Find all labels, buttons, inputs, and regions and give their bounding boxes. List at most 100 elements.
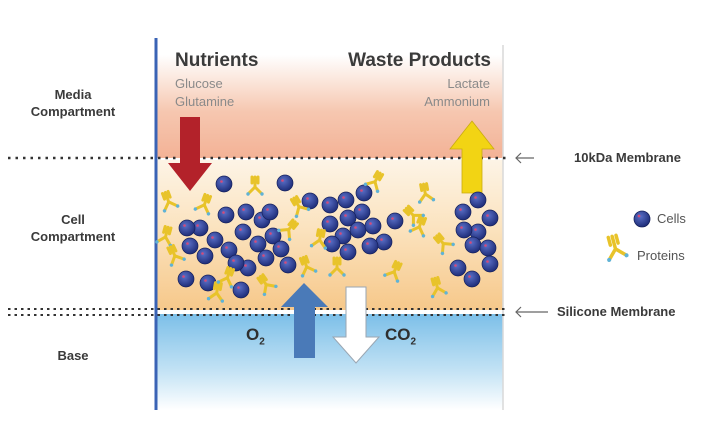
protein-icon	[277, 218, 299, 242]
cell-icon	[301, 192, 319, 210]
cell-icon	[206, 231, 224, 249]
cell-icon	[279, 256, 297, 274]
media-zone	[157, 55, 503, 158]
cell-nucleus-dot	[474, 228, 477, 231]
cell-icon	[375, 233, 393, 251]
cell-compartment-label: Cell Compartment	[30, 212, 116, 244]
cell-nucleus-dot	[237, 286, 240, 289]
nutrients-title: Nutrients	[175, 50, 259, 71]
cell-icon	[481, 255, 499, 273]
cell-nucleus-dot	[339, 232, 342, 235]
cell-icon	[349, 221, 367, 239]
cell-icon	[455, 221, 473, 239]
cell-icon	[237, 203, 255, 221]
cells-layer	[177, 174, 499, 299]
cell-nucleus-dot	[354, 226, 357, 229]
cell-nucleus-dot	[468, 275, 471, 278]
cell-nucleus-dot	[182, 275, 185, 278]
waste-item-ammonium: Ammonium	[424, 94, 490, 109]
cell-nucleus-dot	[277, 245, 280, 248]
protein-icon	[216, 265, 236, 289]
cell-nucleus-dot	[454, 264, 457, 267]
cell-icon	[463, 270, 481, 288]
bottom-membrane-pointer	[515, 306, 548, 318]
cell-icon	[249, 235, 267, 253]
cell-icon	[234, 223, 252, 241]
cell-nucleus-dot	[391, 217, 394, 220]
cell-nucleus-dot	[196, 224, 199, 227]
protein-icon	[206, 281, 225, 303]
cell-nucleus-dot	[369, 222, 372, 225]
protein-icon	[328, 256, 346, 277]
cell-nucleus-dot	[232, 259, 235, 262]
nutrient-arrow	[168, 117, 212, 191]
cell-nucleus-dot	[183, 224, 186, 227]
cell-nucleus-dot	[326, 201, 329, 204]
cell-nucleus-dot	[344, 214, 347, 217]
cell-nucleus-dot	[380, 238, 383, 241]
cell-icon	[481, 209, 499, 227]
protein-icon	[256, 273, 278, 297]
cell-nucleus-dot	[486, 214, 489, 217]
protein-icon	[402, 204, 426, 228]
cell-icon	[276, 174, 294, 192]
co2-label: CO2	[385, 325, 417, 348]
cell-nucleus-dot	[342, 196, 345, 199]
cell-icon	[386, 212, 404, 230]
cell-nucleus-dot	[204, 279, 207, 282]
protein-icon	[246, 175, 264, 196]
media-compartment-label: Media Compartment	[30, 87, 116, 119]
cell-icon	[364, 217, 382, 235]
protein-icon	[417, 182, 436, 204]
bottom-membrane-label: Silicone Membrane	[557, 304, 676, 319]
waste-item-lactate: Lactate	[447, 76, 490, 91]
cell-icon	[353, 203, 371, 221]
cell-icon	[196, 247, 214, 265]
cell-nucleus-dot	[469, 241, 472, 244]
cell-icon	[321, 196, 339, 214]
cell-icon	[217, 206, 235, 224]
legend-cells-label: Cells	[657, 211, 686, 226]
cell-nucleus-dot	[201, 252, 204, 255]
top-membrane-label: 10kDa Membrane	[574, 150, 681, 165]
base-zone	[157, 314, 503, 410]
cell-nucleus-dot	[211, 236, 214, 239]
cell-nucleus-dot	[474, 196, 477, 199]
cell-nucleus-dot	[239, 228, 242, 231]
cell-icon	[177, 270, 195, 288]
cell-nucleus-dot	[222, 211, 225, 214]
cell-icon	[454, 203, 472, 221]
protein-icon	[193, 192, 213, 216]
cell-icon	[479, 239, 497, 257]
cell-icon	[261, 203, 279, 221]
cell-nucleus-dot	[269, 232, 272, 235]
cell-icon	[257, 249, 275, 267]
cell-nucleus-dot	[484, 244, 487, 247]
waste-arrow	[449, 120, 495, 194]
base-label: Base	[57, 348, 89, 363]
cell-nucleus-dot	[281, 179, 284, 182]
cell-icon	[323, 235, 341, 253]
cell-nucleus-dot	[225, 246, 228, 249]
protein-icon	[363, 170, 385, 193]
protein-icon	[166, 243, 186, 267]
cell-icon	[464, 236, 482, 254]
cell-icon	[337, 191, 355, 209]
nutrient-item-glucose: Glucose	[175, 76, 223, 91]
cell-icon	[469, 191, 487, 209]
cell-icon	[220, 241, 238, 259]
cell-nucleus-dot	[366, 242, 369, 245]
cell-icon	[339, 209, 357, 227]
cell-icon	[227, 254, 245, 272]
co2-arrow	[331, 286, 381, 364]
top-membrane-pointer	[515, 152, 534, 164]
legend-cell-icon	[633, 210, 651, 228]
o2-arrow	[281, 283, 328, 358]
cell-nucleus-dot	[306, 197, 309, 200]
cell-nucleus-dot	[328, 240, 331, 243]
cell-icon	[232, 281, 250, 299]
cell-nucleus-dot	[344, 248, 347, 251]
protein-icon	[408, 214, 428, 238]
protein-icon	[298, 254, 318, 278]
cell-nucleus-dot	[460, 226, 463, 229]
